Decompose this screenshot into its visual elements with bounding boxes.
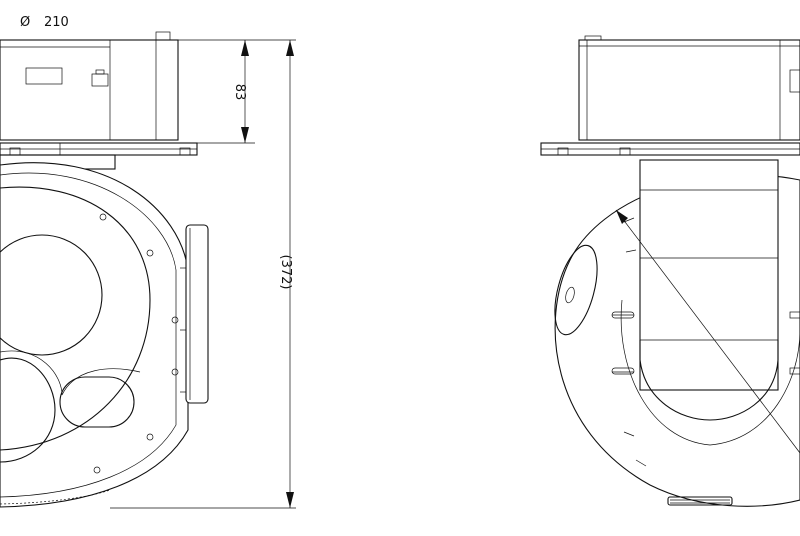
oval-window bbox=[59, 376, 135, 428]
mount-height-label: 83 bbox=[232, 84, 247, 101]
yoke-arm bbox=[639, 159, 779, 391]
overall-height-label: (372) bbox=[278, 255, 293, 290]
side-round-cover bbox=[554, 244, 598, 336]
bottom-knurl bbox=[667, 496, 733, 506]
sensor-head bbox=[639, 340, 779, 421]
diameter-symbol: Ø bbox=[20, 15, 30, 30]
side-view bbox=[540, 35, 800, 507]
section-line bbox=[615, 209, 800, 454]
side-mount-box bbox=[578, 39, 800, 141]
lower-lens bbox=[0, 357, 56, 463]
side-cover bbox=[185, 224, 209, 404]
front-mount-box bbox=[0, 39, 179, 141]
front-view bbox=[0, 31, 209, 508]
large-lens bbox=[0, 234, 103, 356]
dimensions: Ø 210 83 (372) bbox=[0, 15, 296, 509]
front-face bbox=[0, 186, 151, 451]
diameter-value: 210 bbox=[44, 15, 69, 30]
